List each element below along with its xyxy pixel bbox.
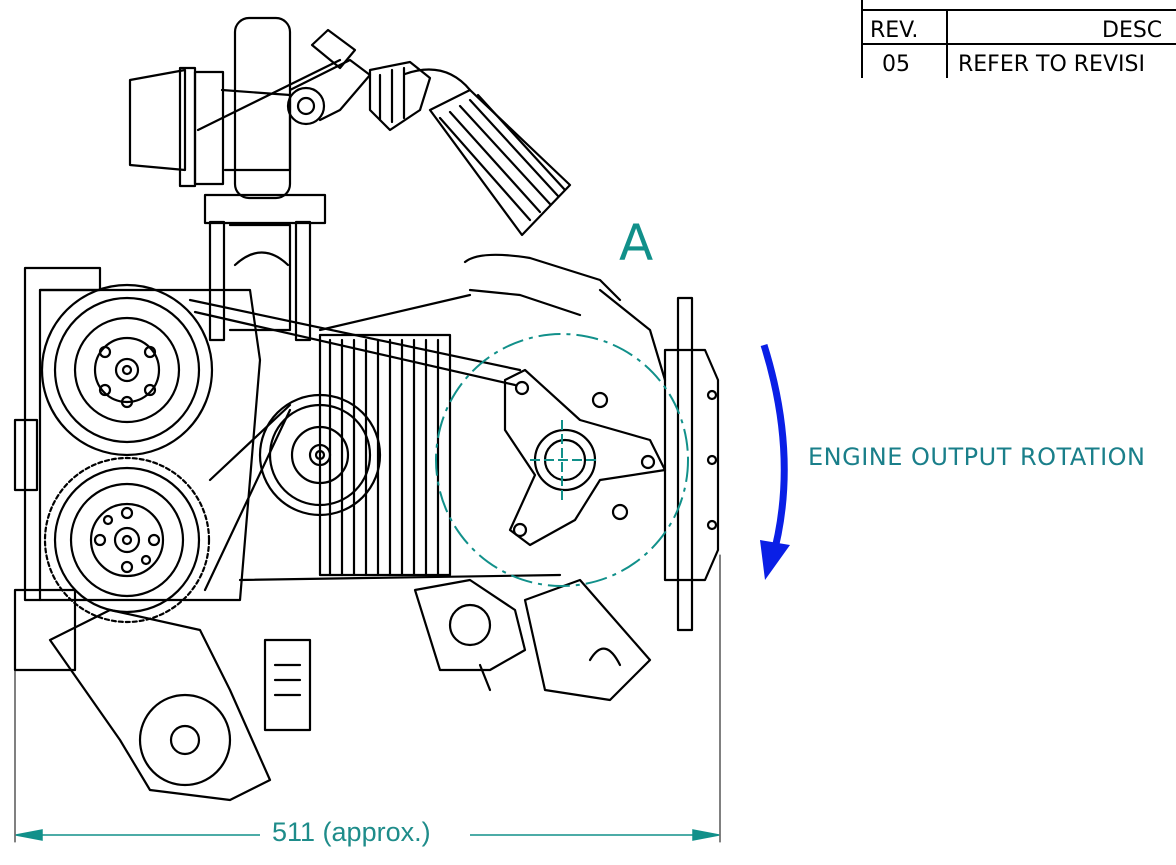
engine-output-rotation-label: ENGINE OUTPUT ROTATION [808, 443, 1146, 471]
revision-table-grid [861, 0, 1176, 78]
lower-accessories [48, 578, 652, 802]
rotation-arrow [760, 343, 790, 580]
rev-header: REV. [870, 18, 919, 43]
desc-header: DESC [1102, 18, 1163, 43]
exhaust-pipe [318, 253, 667, 382]
upper-pulley [40, 283, 214, 457]
lower-pulley [43, 456, 211, 624]
view-label-a: A [619, 214, 654, 272]
section-circle-a [435, 333, 689, 587]
dimension-line [15, 829, 720, 841]
width-dimension-label: 511 (approx.) [266, 817, 437, 848]
rev-description: REFER TO REVISI [958, 52, 1145, 77]
air-filter [403, 68, 572, 237]
turbocharger [128, 16, 432, 342]
rev-number: 05 [882, 52, 910, 77]
flywheel-hub [503, 368, 667, 547]
engine-left-block [13, 266, 262, 672]
cylinder-fins [238, 333, 562, 582]
prop-flange-plate [663, 296, 720, 632]
